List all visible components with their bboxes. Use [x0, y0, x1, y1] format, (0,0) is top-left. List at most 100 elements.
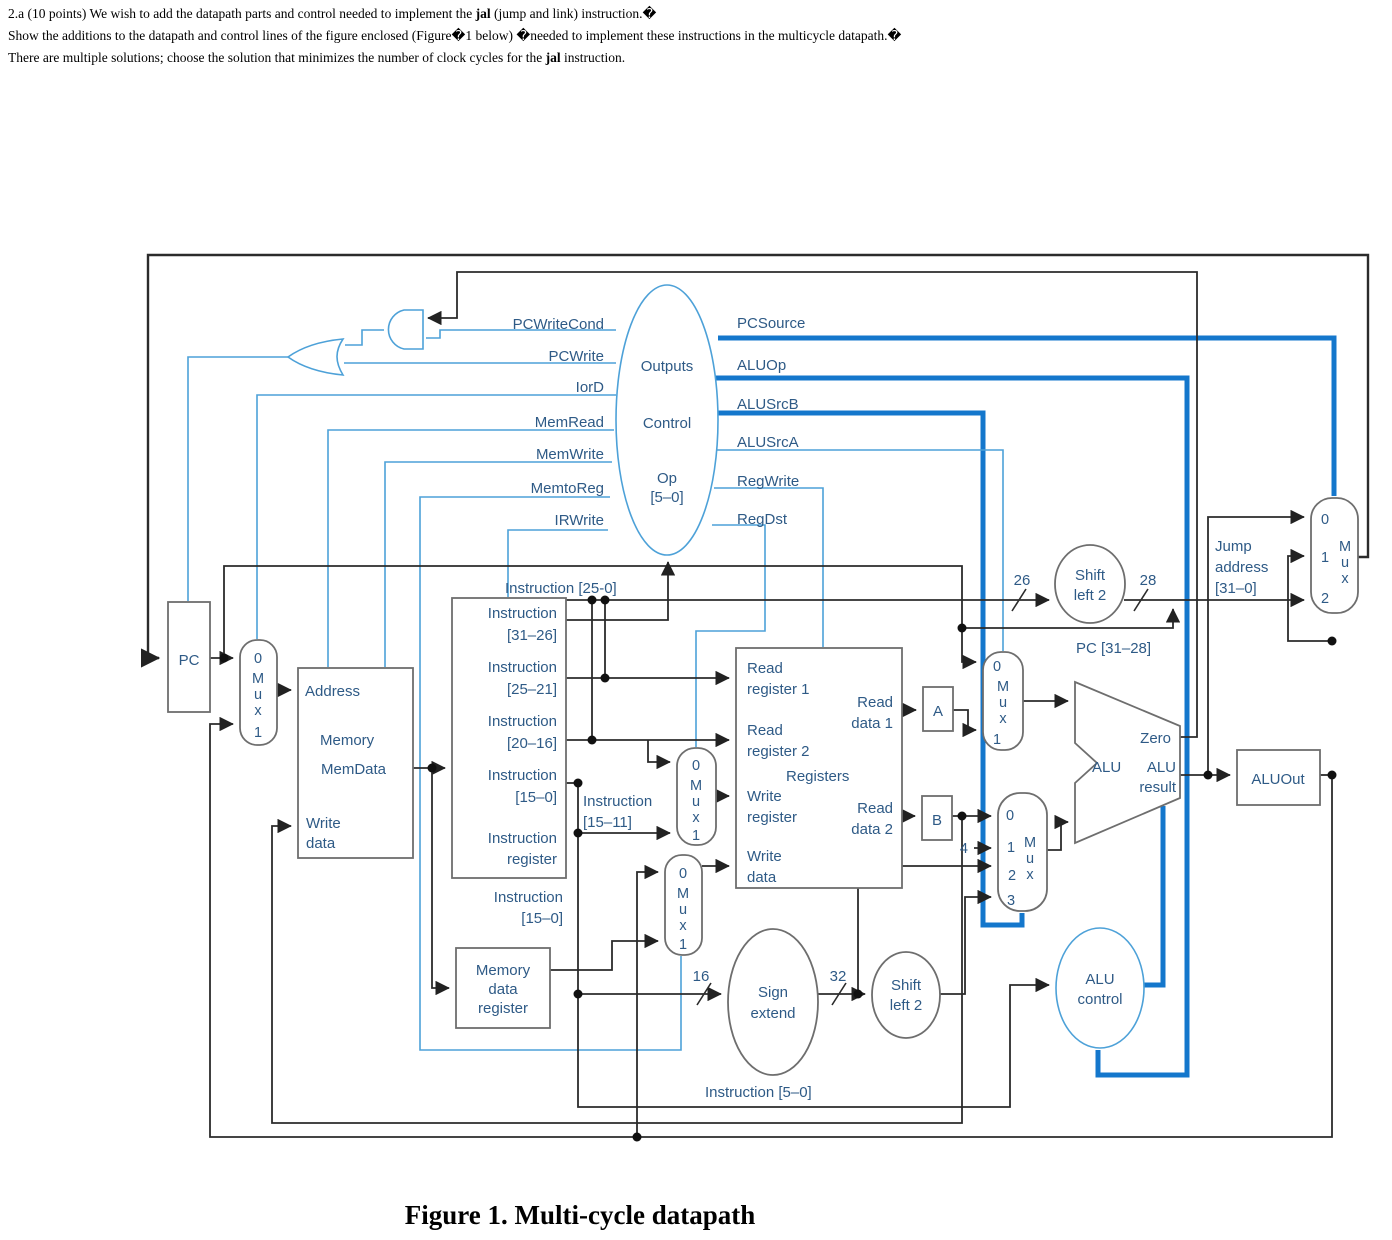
regs-writereg-a-label: Write [747, 788, 782, 805]
regs-read2b-label: register 2 [747, 743, 810, 760]
regs-readdata1b-label: data 1 [851, 715, 893, 732]
alucontrol-to-alu-wire [1144, 806, 1166, 988]
regdst-mux-u: u [692, 794, 700, 810]
memtoreg-mux [664, 854, 703, 956]
alusrca-mux-x: x [999, 711, 1007, 727]
instr250-bus-label: Instruction [25-0] [505, 580, 617, 597]
pc-to-alusrca-wire [223, 565, 977, 670]
alusrcb-mux-1: 1 [1007, 840, 1015, 856]
control-wires-thin [187, 329, 1004, 1051]
ir-instr1-label: Instruction [488, 605, 557, 622]
slash-28 [1133, 588, 1149, 612]
pcsource-mux-2: 2 [1321, 591, 1329, 607]
mdr-label-1: Memory [476, 962, 531, 979]
regs-read1b-label: register 1 [747, 681, 810, 698]
memread-wire [327, 429, 614, 667]
iord-wire [256, 394, 616, 639]
memwrite-wire [384, 461, 612, 667]
junction-dots [219, 595, 1337, 1142]
control-op-label: Op [657, 470, 677, 487]
ir-r2016-label: [20–16] [507, 735, 557, 752]
memtoreg-mux-1: 1 [679, 937, 687, 953]
a-register [922, 686, 954, 732]
memtoreg-mux-m: M [677, 886, 689, 902]
iord-mux-x: x [254, 703, 262, 719]
memwrite-label: MemWrite [536, 446, 604, 463]
iord-label: IorD [576, 379, 605, 396]
width-26-label: 26 [1014, 572, 1031, 589]
iord-mux-m: M [252, 671, 264, 687]
mdr-label-2: data [488, 981, 518, 998]
shiftleft2-top-label-2: left 2 [1074, 587, 1107, 604]
alu-control-unit [1055, 927, 1145, 1049]
and-to-or-wire [345, 329, 384, 346]
irwrite-wire [507, 529, 608, 597]
pcsource-mux-m: M [1339, 539, 1351, 555]
regwrite-label: RegWrite [737, 473, 799, 490]
instruction-register [451, 597, 567, 879]
memtoreg-label: MemtoReg [531, 480, 604, 497]
regdst-mux-1: 1 [692, 828, 700, 844]
shiftleft-to-alusrcb3-wire [940, 889, 992, 995]
shiftleft2-bottom-label-1: Shift [891, 977, 922, 994]
instr1511-label-2: [15–11] [583, 814, 632, 831]
gates [286, 309, 424, 376]
regdst-label: RegDst [737, 511, 788, 528]
shift-left-2-bottom [871, 951, 941, 1039]
alusrcb-mux-0: 0 [1006, 808, 1014, 824]
multicycle-datapath-diagram: Outputs Control Op [5–0] PCWriteCond PCW… [141, 253, 1370, 1142]
regdst-mux [676, 747, 717, 846]
control-outputs-label: Outputs [641, 358, 694, 375]
control-op-range-label: [5–0] [650, 489, 683, 506]
aluout-register [1236, 749, 1321, 806]
instr50-label: Instruction [5–0] [705, 1084, 812, 1101]
pc3128-wire [962, 608, 1181, 629]
alu-result-label-2: result [1139, 779, 1177, 796]
registers-unit [735, 647, 903, 889]
ir-r2521-label: [25–21] [507, 681, 557, 698]
memory-label: Memory [320, 732, 375, 749]
pc3128-label: PC [31–28] [1076, 640, 1151, 657]
iord-mux-1: 1 [254, 725, 262, 741]
mdr-label-3: register [478, 1000, 528, 1017]
aluout-to-memtoreg-mux-wire [636, 864, 659, 1137]
b-to-memory-writedata-wire [271, 816, 963, 1124]
alucontrol-label-2: control [1077, 991, 1122, 1008]
regdst-mux-0: 0 [692, 758, 700, 774]
memory-memdata-label: MemData [321, 761, 387, 778]
aluop-wire [716, 375, 1190, 1078]
instr1511-label-1: Instruction [583, 793, 652, 810]
sign-extend-unit [727, 928, 819, 1076]
pcsource-wire [718, 335, 1337, 496]
memtoreg-mux-u: u [679, 902, 687, 918]
regs-readdata1a-label: Read [857, 694, 893, 711]
ir-register-label: register [507, 851, 557, 868]
width-28-label: 28 [1140, 572, 1157, 589]
alusrcb-mux-m: M [1024, 835, 1036, 851]
ir-r150-label: [15–0] [515, 789, 557, 806]
memread-label: MemRead [535, 414, 604, 431]
aluout-to-pcsource-mux1-wire [1287, 548, 1332, 642]
shiftleft2-bottom-label-2: left 2 [890, 997, 923, 1014]
regwrite-wire [714, 487, 824, 647]
alusrca-mux [982, 651, 1024, 751]
memory-unit [297, 667, 414, 859]
control-wires-thick [716, 335, 1337, 1078]
alusrca-label: ALUSrcA [737, 434, 799, 451]
pcsource-mux-0: 0 [1321, 512, 1329, 528]
pcwrite-enable-wire [187, 356, 288, 601]
figure-caption: Figure 1. Multi-cycle datapath [404, 1200, 756, 1230]
alusrca-mux-0: 0 [993, 659, 1001, 675]
memory-write-label: Write [306, 815, 341, 832]
regs-title-label: Registers [786, 768, 849, 785]
alusrcb-mux-x: x [1026, 867, 1034, 883]
pcsource-mux-x: x [1341, 571, 1349, 587]
ir-instr3-label: Instruction [488, 713, 557, 730]
slash-26 [1011, 588, 1027, 612]
shiftleft2-top-label-1: Shift [1075, 567, 1106, 584]
control-unit [615, 284, 719, 556]
pcsource-mux-to-pc-wire [141, 253, 1370, 668]
pcsource-label: PCSource [737, 315, 805, 332]
memory-data-label: data [306, 835, 336, 852]
const4-label: 4 [960, 841, 968, 857]
